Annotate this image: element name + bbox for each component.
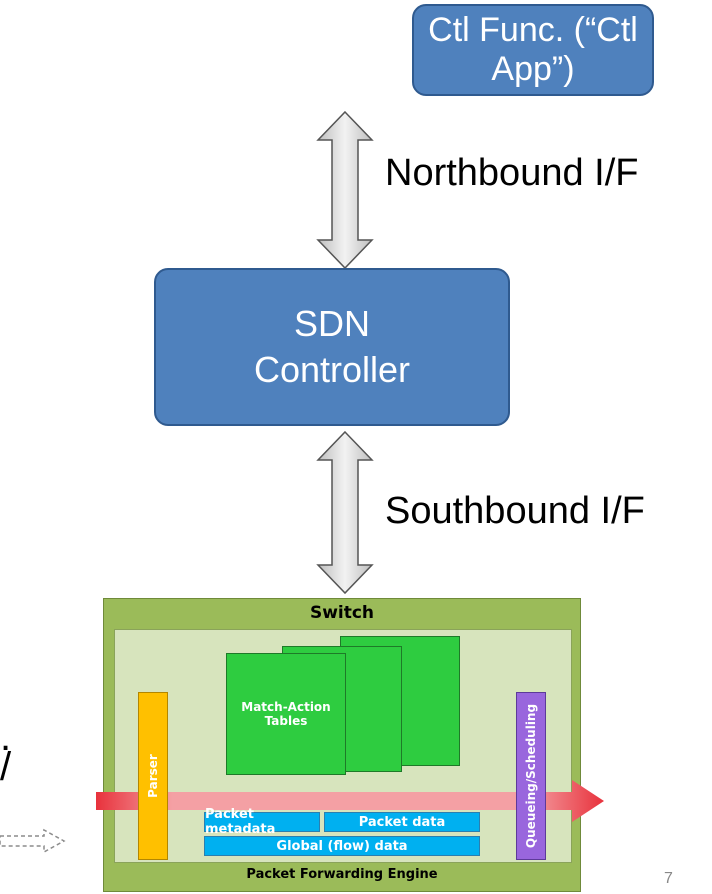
packet-data-bar: Packet data <box>324 812 480 832</box>
queueing-label: Queueing/Scheduling <box>524 703 538 849</box>
southbound-arrow <box>316 430 374 595</box>
parser-label: Parser <box>146 754 160 798</box>
ctl-app-box[interactable]: Ctl Func. (“Ctl App”) <box>412 4 654 96</box>
dashed-arrow <box>0 828 66 854</box>
engine-label: Packet Forwarding Engine <box>246 867 438 882</box>
switch-title: Switch <box>309 603 375 623</box>
page-number: 7 <box>664 870 673 887</box>
packet-metadata-bar: Packet metadata <box>204 807 320 837</box>
packet-flow-arrow <box>96 780 604 822</box>
global-flow-data-bar: Global (flow) data <box>204 836 480 856</box>
controller-label-line1: SDN <box>293 303 370 344</box>
controller-label-line2: Controller <box>253 349 411 390</box>
sdn-controller-box[interactable]: SDN Controller <box>154 268 510 426</box>
northbound-arrow <box>316 110 374 270</box>
clipped-text-fragment: ./ <box>0 722 12 789</box>
parser-block: Parser <box>138 692 168 860</box>
queueing-block: Queueing/Scheduling <box>516 692 546 860</box>
ctl-app-label: Ctl Func. (“Ctl App”) <box>428 11 638 88</box>
tables-label-line1: Match-Action <box>241 700 331 714</box>
southbound-label: Southbound I/F <box>385 490 645 532</box>
tables-label-line2: Tables <box>264 714 308 728</box>
match-action-table-front: Match-Action Tables <box>226 653 346 775</box>
northbound-label: Northbound I/F <box>385 152 639 194</box>
